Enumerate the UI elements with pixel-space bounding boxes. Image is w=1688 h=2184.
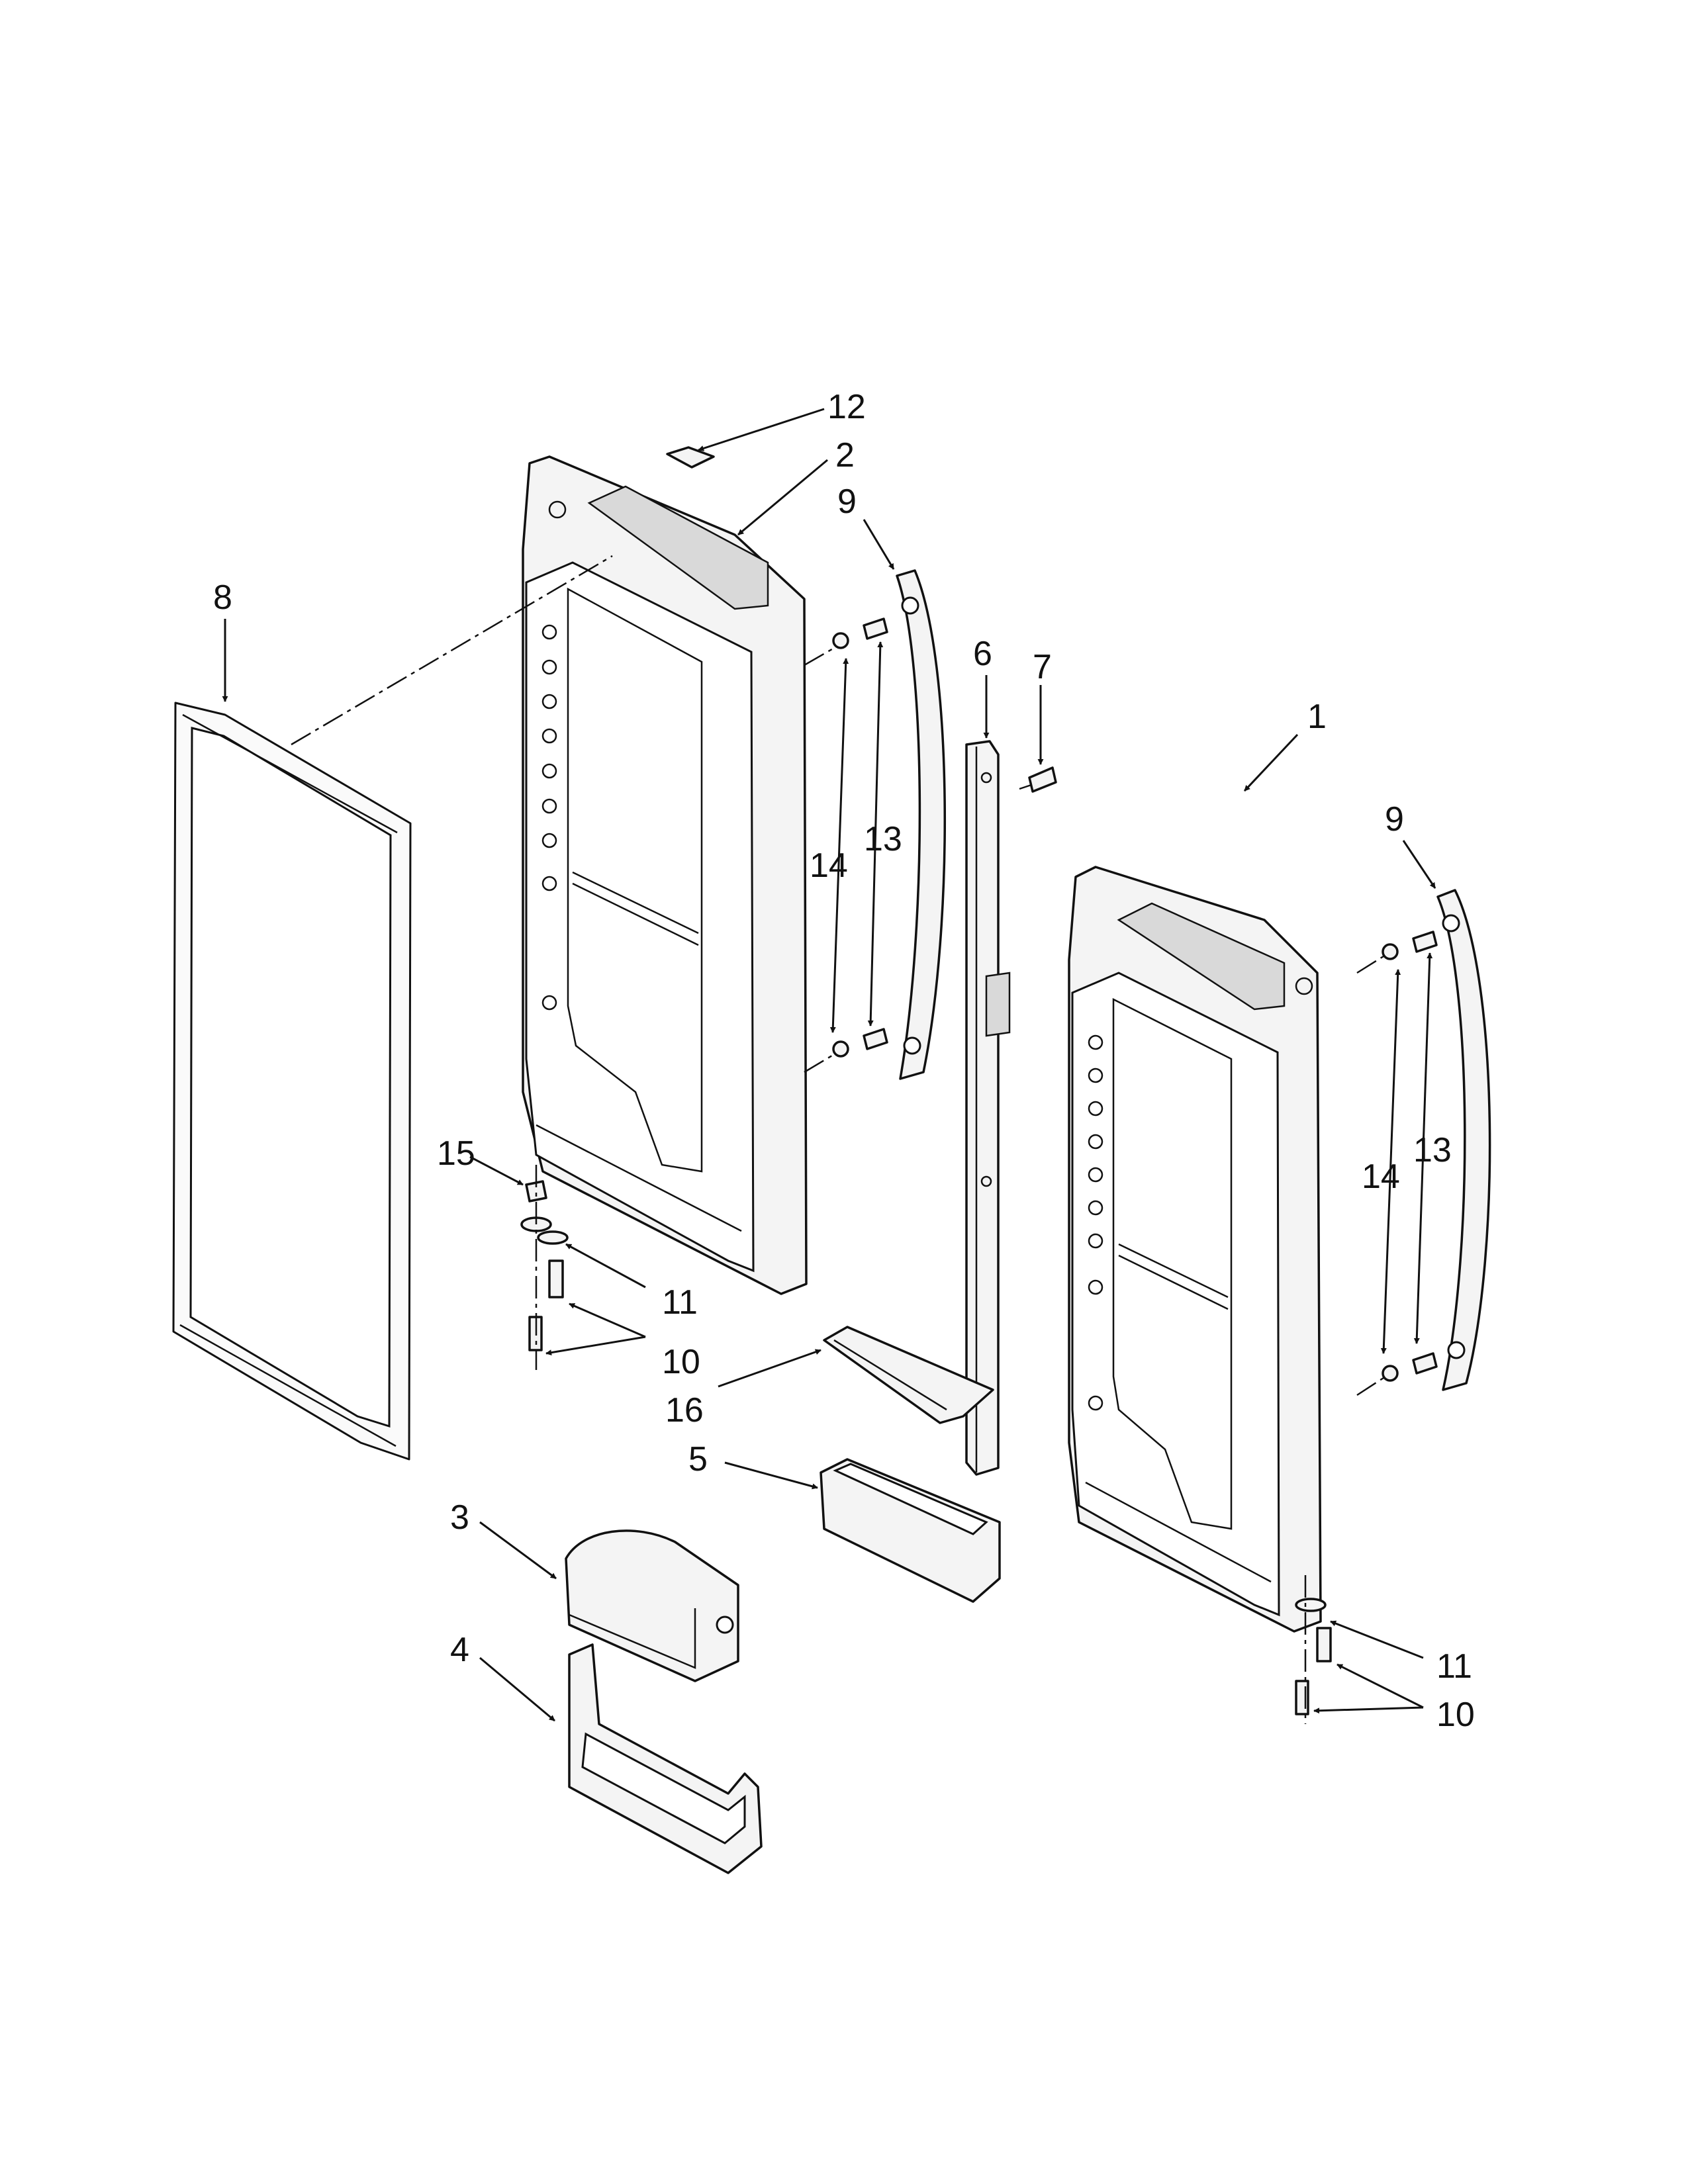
leader-lines [222, 408, 1436, 1722]
dairy-door [565, 1529, 739, 1682]
shelf-cover [823, 1326, 994, 1424]
left-hinge-hardware [520, 1165, 569, 1370]
right-handle [1436, 889, 1491, 1391]
alignment-lines [291, 555, 613, 746]
handle-fasteners-left [804, 617, 888, 1073]
callout-9-left: 9 [837, 482, 857, 521]
dairy-bin [568, 1643, 763, 1874]
left-handle [896, 569, 947, 1080]
right-hinge-hardware [1295, 1575, 1332, 1724]
shelf-detents [541, 624, 557, 1011]
callout-12: 12 [827, 388, 866, 426]
callout-labels: 12 2 9 8 6 7 1 9 13 14 13 14 15 11 10 16… [213, 388, 1475, 1734]
callout-11-right: 11 [1436, 1647, 1472, 1686]
callout-8: 8 [213, 578, 232, 617]
callout-14-right: 14 [1362, 1158, 1400, 1196]
callout-6: 6 [973, 635, 992, 673]
callout-1: 1 [1307, 698, 1327, 736]
callout-10-left: 10 [662, 1343, 700, 1381]
handle-fasteners-right [1356, 931, 1438, 1396]
left-door-liner [522, 455, 808, 1295]
right-door-liner [1068, 866, 1322, 1633]
callout-9-right: 9 [1385, 800, 1404, 839]
callout-16: 16 [665, 1391, 704, 1430]
shelf-detents-right [1088, 1034, 1103, 1411]
callout-7: 7 [1033, 648, 1052, 686]
callout-15: 15 [437, 1134, 475, 1173]
callout-13-right: 13 [1413, 1131, 1452, 1169]
callout-11-left: 11 [662, 1283, 698, 1322]
callout-13-left: 13 [864, 820, 902, 858]
callout-3: 3 [450, 1498, 469, 1537]
cap-part-12 [666, 446, 715, 469]
screw-part-7 [1019, 766, 1057, 793]
callout-10-right: 10 [1436, 1696, 1475, 1734]
callout-4: 4 [450, 1631, 469, 1669]
door-gasket [172, 702, 412, 1461]
callout-2: 2 [835, 436, 855, 475]
callout-14-left: 14 [810, 846, 848, 885]
callout-5: 5 [688, 1440, 708, 1479]
center-mullion [965, 740, 1011, 1476]
door-bin [820, 1458, 1001, 1603]
